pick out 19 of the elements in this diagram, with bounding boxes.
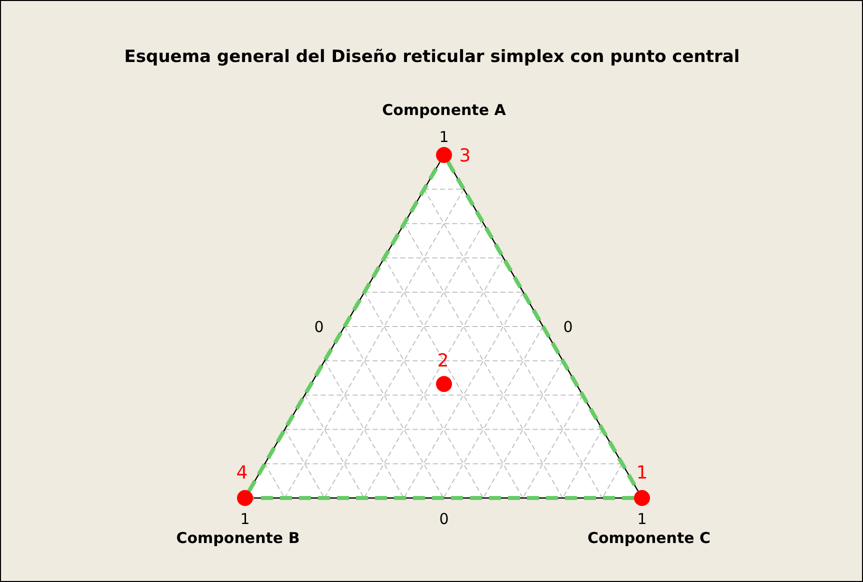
axis-value: 0 [314,318,324,336]
axis-value: 0 [563,318,573,336]
dashed-line [247,160,442,492]
component-label: Componente A [382,101,506,119]
point-number: 4 [236,462,248,484]
chart-title: Esquema general del Diseño reticular simplex con punto central [124,47,740,67]
component-label: Componente C [587,529,711,547]
design-point [436,147,452,163]
axis-value: 1 [439,128,449,146]
point-number: 3 [459,146,471,166]
axis-value: 1 [637,510,647,528]
point-number: 1 [636,462,648,484]
point-number: 2 [437,350,449,372]
design-point [237,490,253,506]
dashed-line [253,496,634,500]
axis-value: 0 [439,510,449,528]
component-label: Componente B [176,529,300,547]
design-point [634,490,650,506]
axis-value: 1 [240,510,250,528]
